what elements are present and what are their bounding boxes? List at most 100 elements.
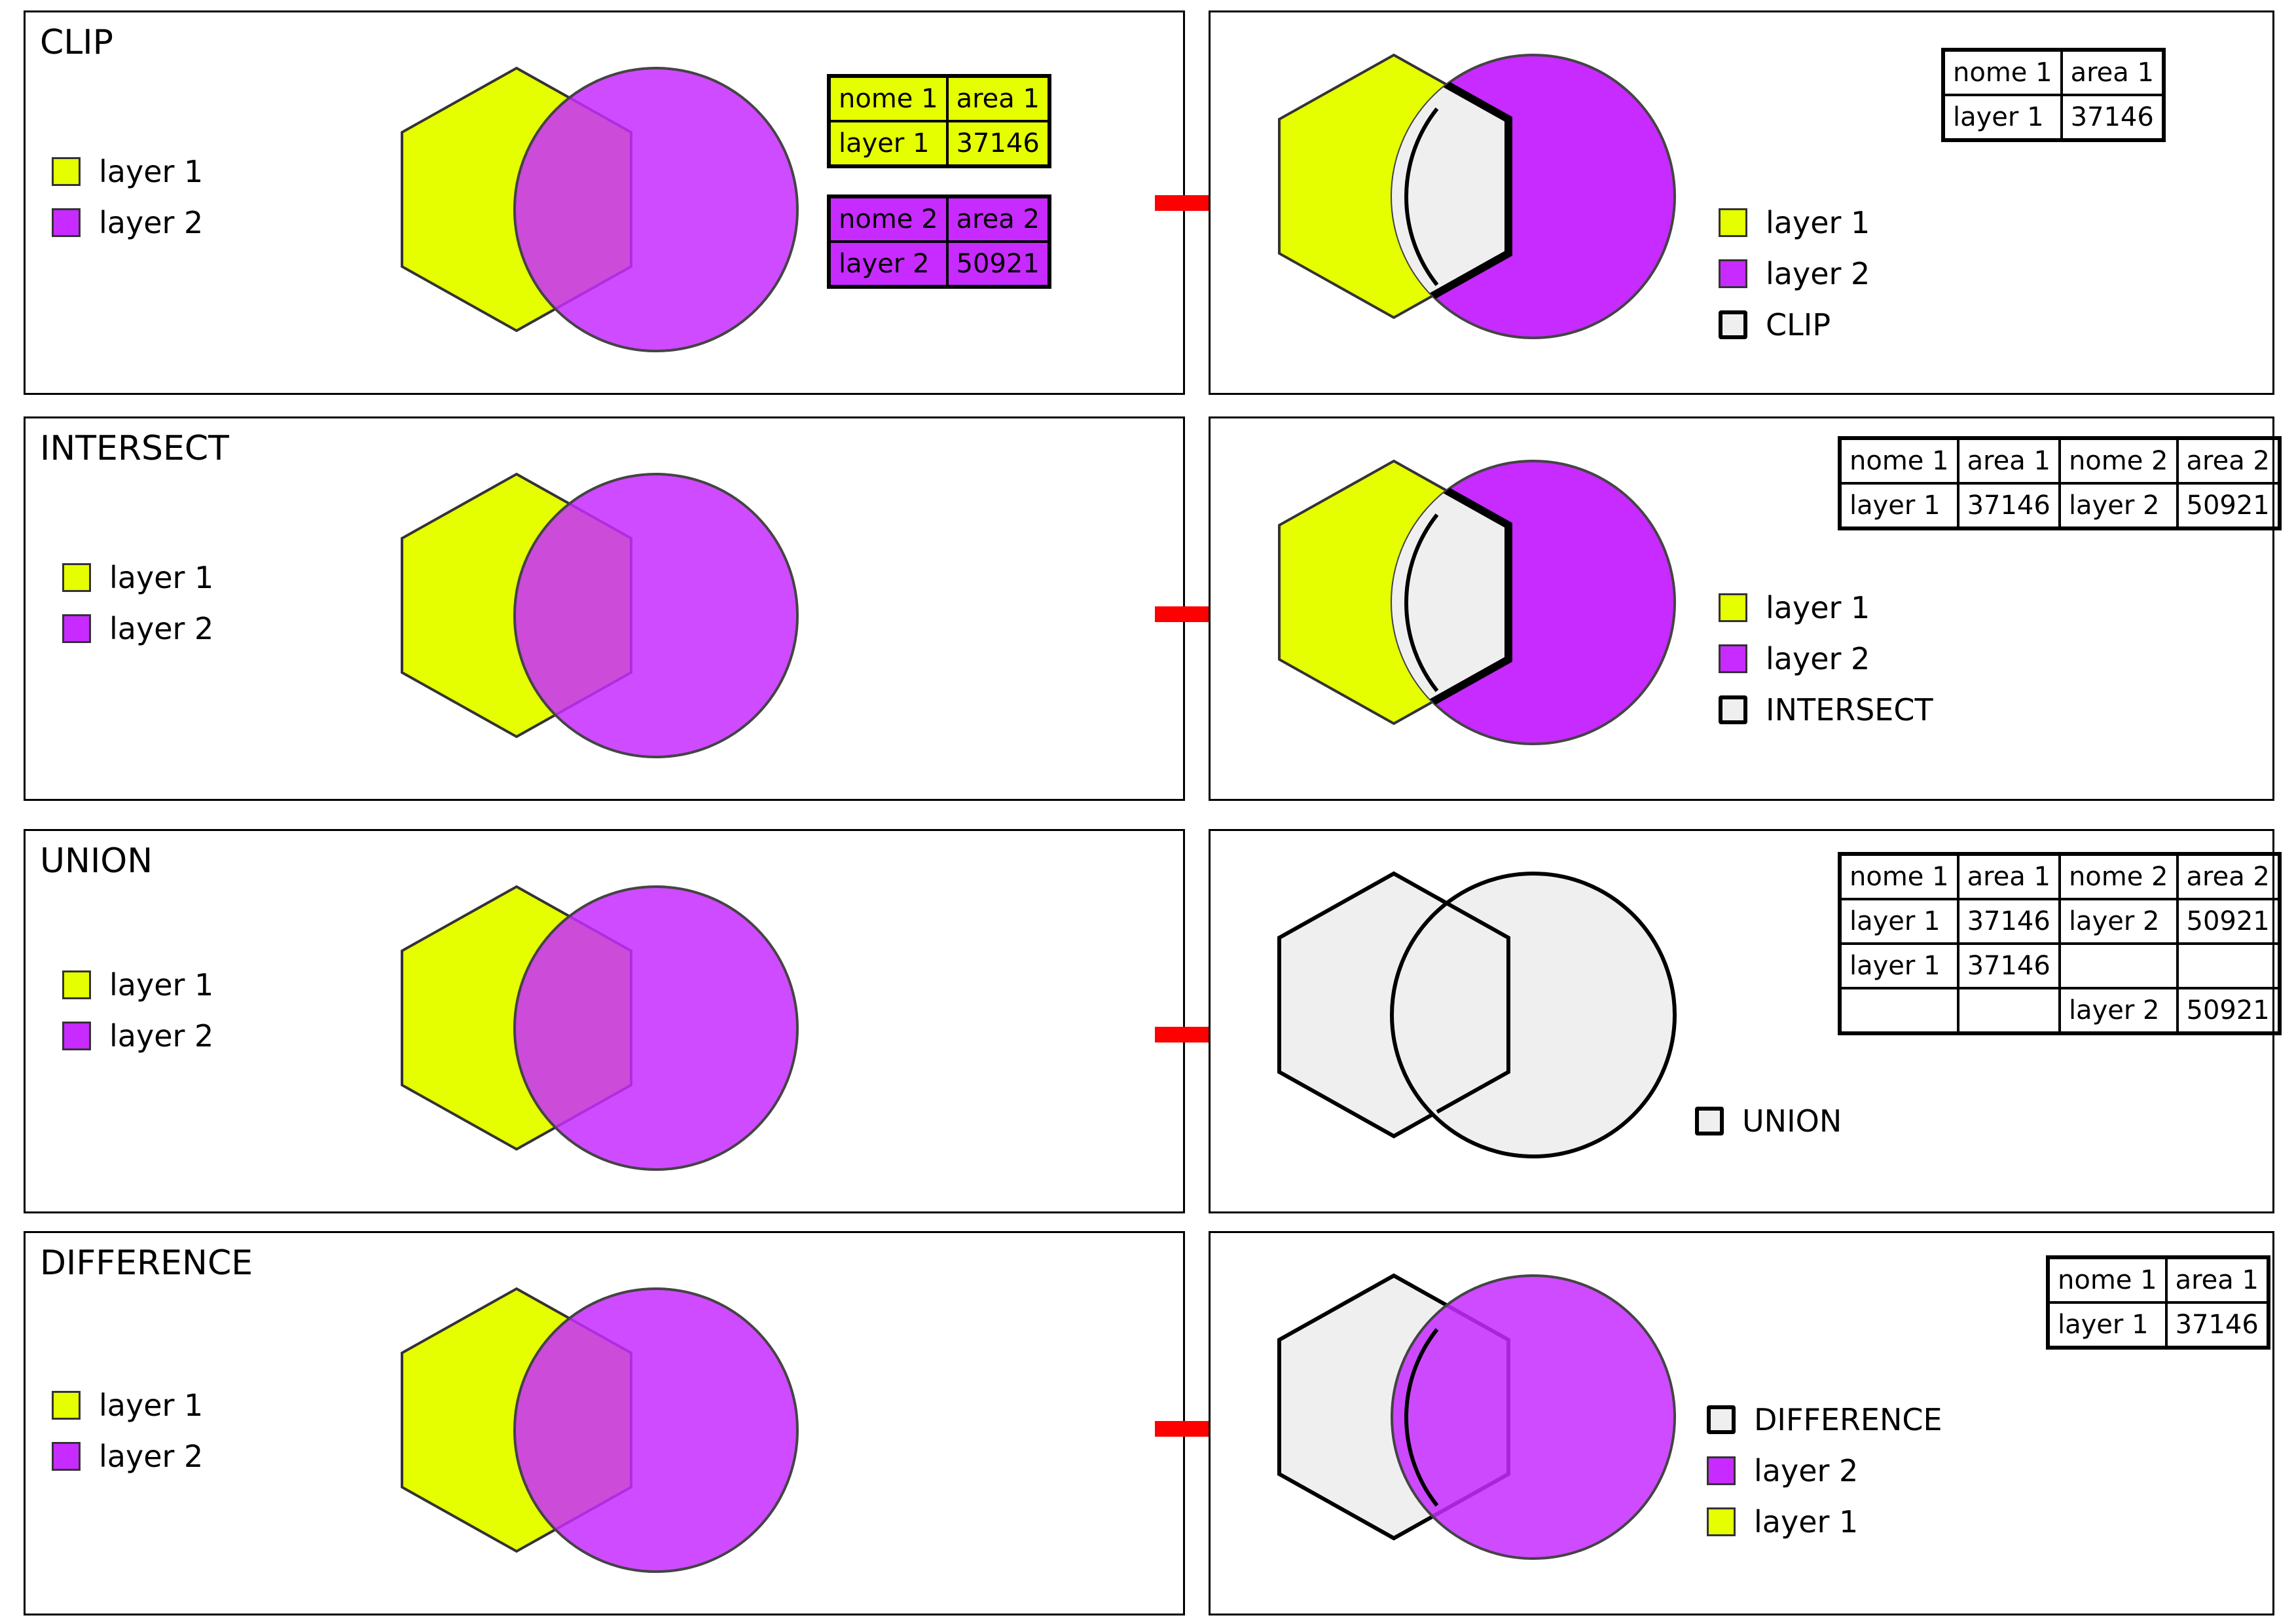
union-result-swatch bbox=[1695, 1107, 1724, 1135]
union-output-legend: UNION bbox=[1695, 1096, 1842, 1147]
table-cell: 37146 bbox=[1956, 898, 2061, 945]
clip-result-table: nome 1 area 1 layer 1 37146 bbox=[1941, 48, 2166, 142]
table-cell: 50921 bbox=[2176, 898, 2281, 945]
legend-label: layer 2 bbox=[1766, 641, 1870, 676]
difference-result-arc bbox=[1404, 1328, 1439, 1507]
layer-2-swatch bbox=[52, 1442, 81, 1471]
clip-output-legend: layer 1 layer 2 CLIP bbox=[1719, 197, 1870, 350]
table-header-cell: nome 1 bbox=[828, 75, 949, 122]
intersect-result-shapes bbox=[1278, 459, 1676, 745]
legend-item-layer-2: layer 2 bbox=[1719, 633, 1933, 684]
legend-label: layer 2 bbox=[99, 205, 204, 240]
legend-item-layer-1: layer 1 bbox=[62, 959, 213, 1010]
intersect-result-arc bbox=[1404, 513, 1439, 692]
table-cell: layer 1 bbox=[1942, 94, 2063, 141]
union-input-legend: layer 1 layer 2 bbox=[62, 959, 213, 1061]
table-header-row: nome 1 area 1 nome 2 area 2 bbox=[1838, 437, 2281, 485]
layer-1-swatch bbox=[1719, 208, 1747, 237]
table-cell: layer 1 bbox=[828, 120, 949, 168]
table-header-cell: nome 1 bbox=[1838, 853, 1959, 900]
legend-label: layer 2 bbox=[99, 1439, 204, 1474]
layer-2-swatch bbox=[62, 614, 91, 643]
union-input-panel: UNION layer 1 layer 2 bbox=[24, 829, 1185, 1213]
table-cell: layer 1 bbox=[2047, 1301, 2168, 1349]
legend-item-layer-1: layer 1 bbox=[52, 1380, 203, 1431]
table-header-cell: nome 2 bbox=[2058, 437, 2179, 485]
legend-item-layer-1: layer 1 bbox=[1719, 197, 1870, 248]
table-header-cell: nome 1 bbox=[1942, 48, 2063, 96]
layer-1-swatch bbox=[1707, 1507, 1736, 1536]
input-shapes bbox=[401, 1287, 799, 1573]
difference-output-panel: DIFFERENCE layer 2 layer 1 nome 1 area 1… bbox=[1209, 1231, 2274, 1615]
legend-label: layer 1 bbox=[109, 967, 214, 1003]
union-result-table: nome 1 area 1 nome 2 area 2 layer 1 3714… bbox=[1838, 852, 2282, 1035]
legend-label: layer 1 bbox=[99, 154, 204, 189]
table-header-cell: area 1 bbox=[2164, 1256, 2270, 1304]
table-cell: layer 2 bbox=[828, 240, 949, 288]
clip-result-swatch bbox=[1719, 310, 1747, 339]
table-header-cell: nome 1 bbox=[2047, 1256, 2168, 1304]
intersect-title: INTERSECT bbox=[40, 429, 229, 468]
legend-label: layer 2 bbox=[109, 1018, 214, 1054]
table-cell: 37146 bbox=[945, 120, 1051, 168]
legend-item-layer-2: layer 2 bbox=[52, 197, 203, 248]
legend-label: layer 1 bbox=[1766, 205, 1870, 240]
table-row: layer 2 50921 bbox=[1838, 987, 2281, 1035]
clip-input-panel: CLIP layer 1 layer 2 nome 1 area 1 layer… bbox=[24, 10, 1185, 395]
layer-1-swatch bbox=[1719, 593, 1747, 622]
input-shapes bbox=[401, 472, 799, 758]
legend-item-difference: DIFFERENCE bbox=[1707, 1394, 1942, 1445]
legend-label: layer 2 bbox=[1754, 1453, 1859, 1488]
legend-item-intersect: INTERSECT bbox=[1719, 684, 1933, 735]
table-header-row: nome 1 area 1 nome 2 area 2 bbox=[1838, 853, 2281, 900]
table-header-cell: nome 1 bbox=[1838, 437, 1959, 485]
table-cell bbox=[1838, 987, 1959, 1035]
intersect-output-panel: layer 1 layer 2 INTERSECT nome 1 area 1 … bbox=[1209, 416, 2282, 801]
layer-2-swatch bbox=[1719, 644, 1747, 673]
table-header-row: nome 2 area 2 bbox=[828, 195, 1051, 243]
legend-item-layer-2: layer 2 bbox=[62, 1010, 213, 1061]
table-row: layer 1 37146 bbox=[1942, 94, 2165, 141]
union-result-shapes bbox=[1277, 871, 1677, 1158]
layer-1-swatch bbox=[62, 563, 91, 592]
legend-item-layer-1: layer 1 bbox=[1719, 582, 1933, 633]
legend-item-layer-2: layer 2 bbox=[52, 1431, 203, 1482]
table-header-cell: area 1 bbox=[1956, 853, 2061, 900]
legend-label: layer 1 bbox=[1766, 590, 1870, 625]
layer-2-circle bbox=[513, 473, 799, 758]
clip-title: CLIP bbox=[40, 23, 113, 62]
table-cell: layer 2 bbox=[2058, 898, 2179, 945]
legend-item-clip: CLIP bbox=[1719, 299, 1870, 350]
legend-item-layer-1: layer 1 bbox=[52, 146, 203, 197]
table-row: layer 1 37146 bbox=[2047, 1301, 2270, 1349]
clip-result-shapes bbox=[1278, 53, 1676, 339]
table-cell: layer 2 bbox=[2058, 482, 2179, 530]
table-row: layer 1 37146 bbox=[828, 120, 1051, 168]
clip-result-arc bbox=[1404, 107, 1439, 286]
legend-label: layer 1 bbox=[1754, 1504, 1859, 1540]
table-row: layer 2 50921 bbox=[828, 240, 1051, 288]
legend-label: UNION bbox=[1742, 1103, 1842, 1139]
table-cell: 37146 bbox=[2060, 94, 2165, 141]
table-cell bbox=[2058, 942, 2179, 989]
table-header-cell: area 2 bbox=[2176, 853, 2281, 900]
intersect-input-legend: layer 1 layer 2 bbox=[62, 552, 213, 654]
table-cell: 37146 bbox=[1956, 482, 2061, 530]
legend-item-layer-1: layer 1 bbox=[62, 552, 213, 603]
layer-2-attribute-table: nome 2 area 2 layer 2 50921 bbox=[827, 194, 1051, 289]
table-header-cell: nome 2 bbox=[828, 195, 949, 243]
table-cell: 37146 bbox=[2164, 1301, 2270, 1349]
intersect-result-table: nome 1 area 1 nome 2 area 2 layer 1 3714… bbox=[1838, 436, 2282, 530]
table-header-cell: area 1 bbox=[1956, 437, 2061, 485]
table-header-cell: area 2 bbox=[2176, 437, 2281, 485]
table-cell: 50921 bbox=[2176, 987, 2281, 1035]
union-output-panel: UNION nome 1 area 1 nome 2 area 2 layer … bbox=[1209, 829, 2282, 1213]
layer-2-circle bbox=[1391, 1274, 1676, 1560]
intersect-input-panel: INTERSECT layer 1 layer 2 bbox=[24, 416, 1185, 801]
legend-item-layer-1: layer 1 bbox=[1707, 1496, 1942, 1547]
table-header-row: nome 1 area 1 bbox=[2047, 1256, 2270, 1304]
difference-input-legend: layer 1 layer 2 bbox=[52, 1380, 203, 1482]
table-header-row: nome 1 area 1 bbox=[1942, 48, 2165, 96]
legend-item-union: UNION bbox=[1695, 1096, 1842, 1147]
difference-result-swatch bbox=[1707, 1405, 1736, 1434]
